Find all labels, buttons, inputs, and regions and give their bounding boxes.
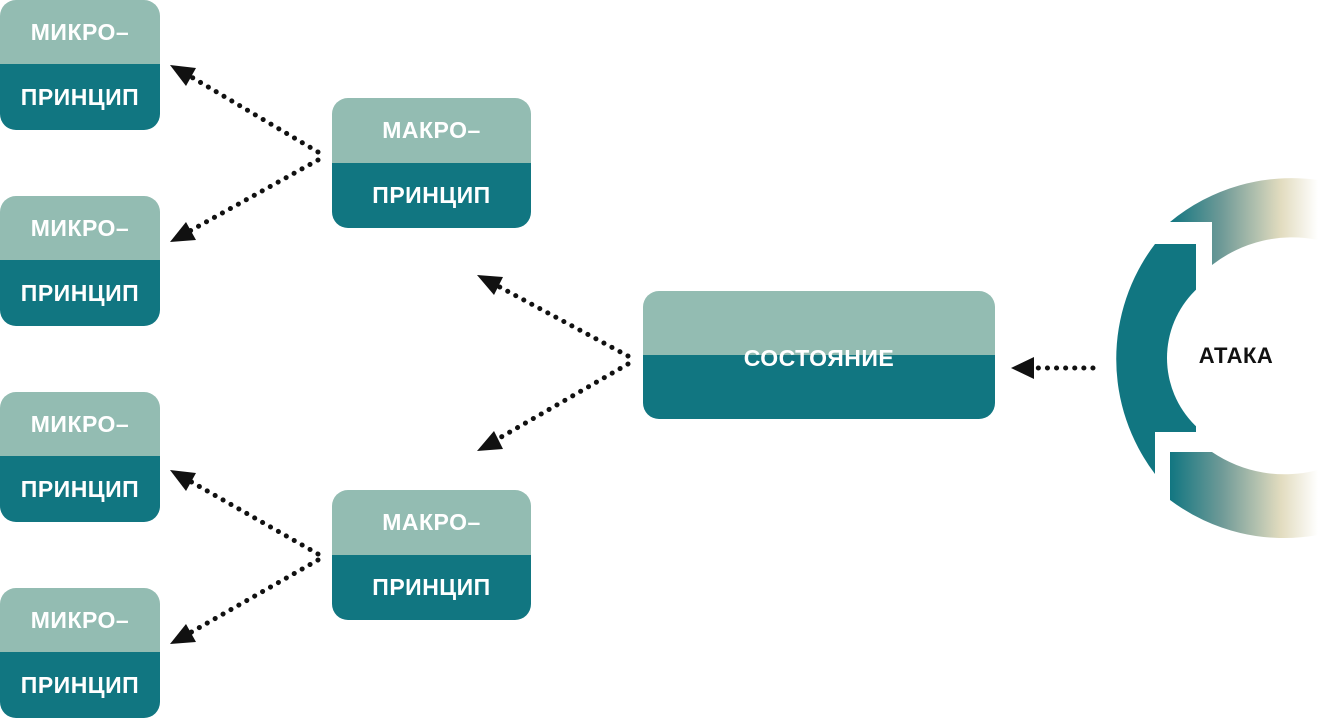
arrow-state-to-macro1 (477, 275, 631, 359)
micro-bottom-label: ПРИНЦИП (0, 64, 160, 130)
micro-top-label: МИКРО– (0, 392, 160, 456)
macro-bottom-label: ПРИНЦИП (332, 163, 531, 228)
micro-top-label: МИКРО– (0, 0, 160, 64)
micro-bottom-label: ПРИНЦИП (0, 652, 160, 718)
state-label: СОСТОЯНИЕ (743, 345, 895, 371)
micro-principle-node-2: МИКРО– ПРИНЦИП (0, 196, 160, 326)
arrow-macro2-to-micro3 (170, 470, 321, 557)
micro-principle-node-1: МИКРО– ПРИНЦИП (0, 0, 160, 130)
arrow-macro1-to-micro1 (170, 65, 321, 155)
micro-principle-node-3: МИКРО– ПРИНЦИП (0, 392, 160, 522)
micro-principle-node-4: МИКРО– ПРИНЦИП (0, 588, 160, 718)
state-bottom-band (643, 355, 995, 419)
attack-ring (1116, 178, 1318, 539)
arrow-macro1-to-micro2 (170, 157, 321, 242)
micro-bottom-label: ПРИНЦИП (0, 260, 160, 326)
state-top-band (643, 291, 995, 355)
micro-top-label: МИКРО– (0, 588, 160, 652)
state-node: СОСТОЯНИЕ (643, 291, 995, 419)
attack-label: АТАКА (1198, 343, 1274, 368)
micro-bottom-label: ПРИНЦИП (0, 456, 160, 522)
macro-top-label: МАКРО– (332, 98, 531, 163)
arrow-macro2-to-micro4 (170, 557, 321, 644)
macro-principle-node-2: МАКРО– ПРИНЦИП (332, 490, 531, 620)
arrow-attack-to-state (1011, 357, 1096, 379)
macro-principle-node-1: МАКРО– ПРИНЦИП (332, 98, 531, 228)
arrow-state-to-macro2 (477, 361, 631, 451)
macro-bottom-label: ПРИНЦИП (332, 555, 531, 620)
micro-top-label: МИКРО– (0, 196, 160, 260)
macro-top-label: МАКРО– (332, 490, 531, 555)
